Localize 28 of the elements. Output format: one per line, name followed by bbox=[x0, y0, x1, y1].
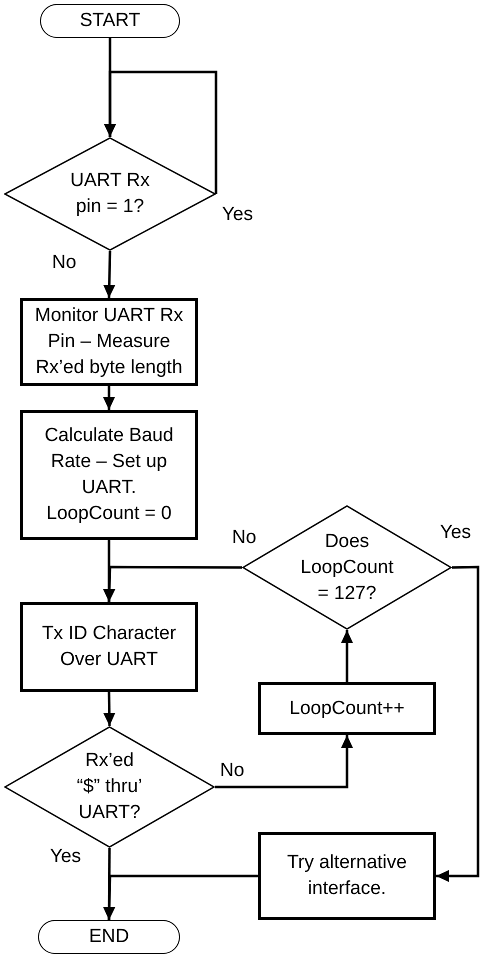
terminal-box bbox=[40, 4, 180, 38]
process-box bbox=[258, 832, 436, 920]
arrow bbox=[436, 566, 480, 882]
process-box bbox=[258, 682, 436, 735]
node-text: Rx’ed “$” thru’ UART? bbox=[76, 749, 144, 825]
node-text: LoopCount++ bbox=[289, 696, 405, 720]
node-text: START bbox=[80, 9, 140, 33]
arrow bbox=[103, 874, 258, 920]
arrow bbox=[104, 70, 218, 194]
terminal-box bbox=[38, 920, 180, 954]
decision-diamond bbox=[4, 726, 215, 848]
process-box bbox=[20, 298, 198, 386]
arrow bbox=[103, 250, 116, 298]
process-box bbox=[20, 410, 198, 540]
node-text: Tx ID Character Over UART bbox=[40, 622, 178, 672]
arrow bbox=[103, 386, 115, 410]
node-text: Try alternative interface. bbox=[286, 851, 408, 901]
arrow bbox=[341, 630, 353, 682]
node-text: Calculate Baud Rate – Set up UART. LoopCount = 0 bbox=[44, 424, 174, 526]
arrow bbox=[215, 735, 353, 788]
arrow bbox=[103, 692, 116, 726]
arrow bbox=[103, 566, 242, 602]
process-box bbox=[20, 602, 198, 692]
node-text: Monitor UART Rx Pin – Measure Rx’ed byte length bbox=[34, 304, 184, 380]
node-text: END bbox=[88, 925, 130, 949]
decision-diamond bbox=[4, 137, 216, 251]
node-text: Does LoopCount = 127? bbox=[300, 530, 394, 606]
node-text: UART Rx pin = 1? bbox=[69, 169, 151, 219]
